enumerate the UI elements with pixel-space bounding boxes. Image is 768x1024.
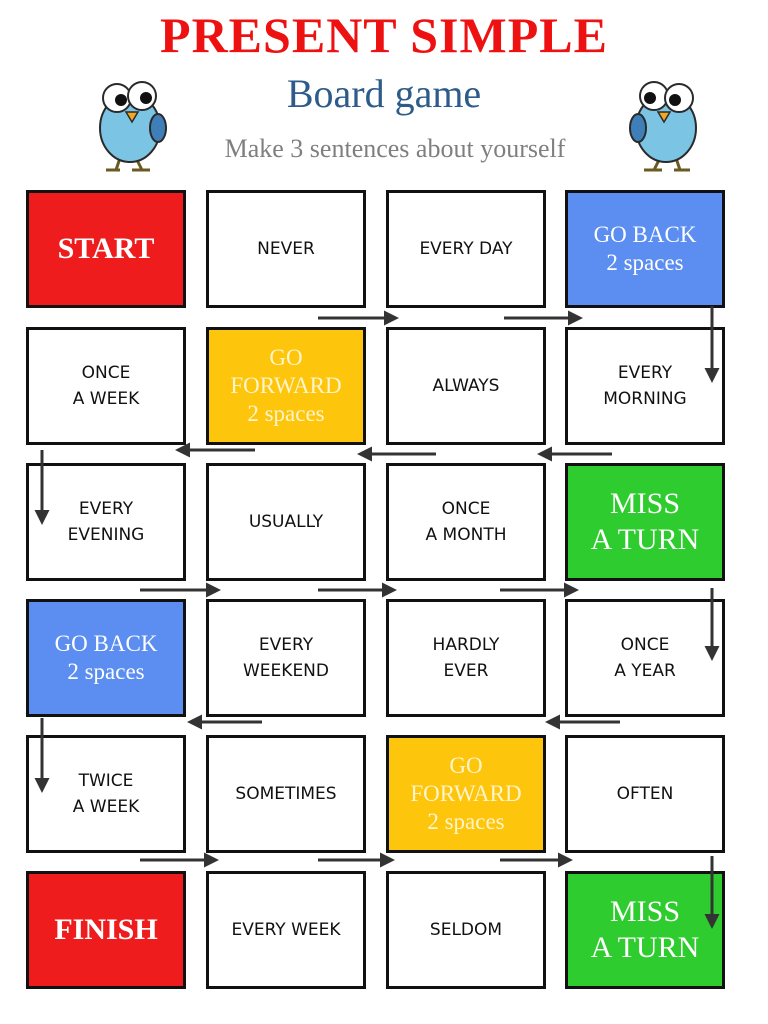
square-label: EVERY EVENING	[67, 499, 145, 545]
board-square: ONCE A WEEK	[26, 327, 186, 445]
board-square: ONCE A MONTH	[386, 463, 546, 581]
square-label: ALWAYS	[432, 376, 500, 396]
square-label: MISS A TURN	[590, 895, 700, 964]
board-square: GO BACK 2 spaces	[26, 599, 186, 717]
board-square: OFTEN	[565, 735, 725, 853]
bird-icon-right	[629, 81, 697, 172]
board-square: NEVER	[206, 190, 366, 308]
board-square: USUALLY	[206, 463, 366, 581]
square-label: ONCE A WEEK	[72, 363, 140, 409]
square-label: EVERY DAY	[419, 239, 513, 259]
board-square: MISS A TURN	[565, 871, 725, 989]
board-square: EVERY WEEKEND	[206, 599, 366, 717]
square-label: USUALLY	[248, 512, 324, 532]
square-label: GO FORWARD 2 spaces	[230, 345, 342, 426]
board-square: GO FORWARD 2 spaces	[386, 735, 546, 853]
board-square: EVERY EVENING	[26, 463, 186, 581]
square-label: GO BACK 2 spaces	[593, 222, 697, 275]
square-label: ONCE A YEAR	[614, 635, 676, 681]
board-square: EVERY DAY	[386, 190, 546, 308]
board-square: ALWAYS	[386, 327, 546, 445]
board-square: ONCE A YEAR	[565, 599, 725, 717]
square-label: FINISH	[54, 913, 158, 946]
square-label: NEVER	[257, 239, 315, 259]
board-square: START	[26, 190, 186, 308]
square-label: START	[57, 232, 155, 265]
square-label: SELDOM	[429, 920, 503, 940]
square-label: TWICE A WEEK	[72, 771, 140, 817]
square-label: OFTEN	[616, 784, 674, 804]
bird-icon-left	[99, 81, 167, 172]
square-label: EVERY WEEKEND	[243, 635, 329, 681]
square-label: MISS A TURN	[590, 487, 700, 556]
board-square: FINISH	[26, 871, 186, 989]
page-subtitle: Board game	[286, 71, 482, 116]
board-square: SELDOM	[386, 871, 546, 989]
board-square: HARDLY EVER	[386, 599, 546, 717]
square-label: EVERY MORNING	[603, 363, 687, 409]
board-square: EVERY MORNING	[565, 327, 725, 445]
square-label: GO BACK 2 spaces	[54, 631, 158, 684]
square-label: GO FORWARD 2 spaces	[410, 753, 522, 834]
square-label: ONCE A MONTH	[425, 499, 507, 545]
board-square: SOMETIMES	[206, 735, 366, 853]
board-square: MISS A TURN	[565, 463, 725, 581]
page-title: PRESENT SIMPLE	[160, 7, 608, 63]
square-label: HARDLY EVER	[432, 635, 500, 681]
board-square: GO BACK 2 spaces	[565, 190, 725, 308]
board-square: TWICE A WEEK	[26, 735, 186, 853]
board-square: GO FORWARD 2 spaces	[206, 327, 366, 445]
square-label: SOMETIMES	[235, 784, 337, 804]
instruction-text: Make 3 sentences about yourself	[224, 134, 566, 163]
square-label: EVERY WEEK	[231, 920, 341, 940]
board-square: EVERY WEEK	[206, 871, 366, 989]
